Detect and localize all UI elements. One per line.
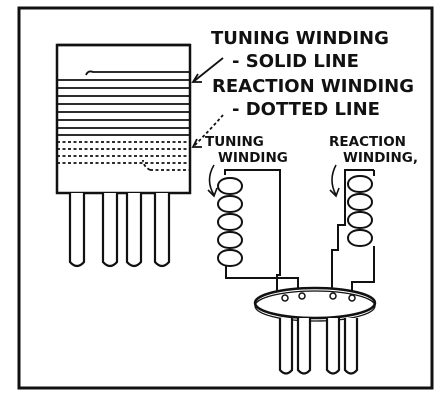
base-pins <box>278 318 359 375</box>
schematic-reaction-coil <box>331 169 375 295</box>
label-pointers <box>191 57 224 148</box>
schematic-tuning-label-2: WINDING <box>218 150 288 166</box>
coil-pins <box>68 193 171 268</box>
tuning-winding-turns <box>57 70 190 136</box>
former-tube <box>55 43 192 195</box>
reaction-winding-desc: - DOTTED LINE <box>232 99 380 120</box>
tuning-winding-title: TUNING WINDING <box>211 28 389 49</box>
tuning-winding-desc: - SOLID LINE <box>232 51 359 72</box>
reaction-pointer <box>192 114 224 148</box>
reaction-winding-title: REACTION WINDING <box>212 76 414 97</box>
tuning-pointer <box>192 57 224 83</box>
valve-base <box>253 286 377 322</box>
outer-frame <box>17 6 434 390</box>
schematic-pointers <box>207 164 340 198</box>
schematic-reaction-label-1: REACTION <box>329 134 406 150</box>
coil-former <box>55 43 192 195</box>
base-plate <box>253 286 377 320</box>
schematic-tuning-coil <box>217 169 299 295</box>
schematic-reaction-label-2: WINDING, <box>343 150 418 166</box>
reaction-winding-turns <box>57 141 190 171</box>
schematic-tuning-label-1: TUNING <box>205 134 264 150</box>
